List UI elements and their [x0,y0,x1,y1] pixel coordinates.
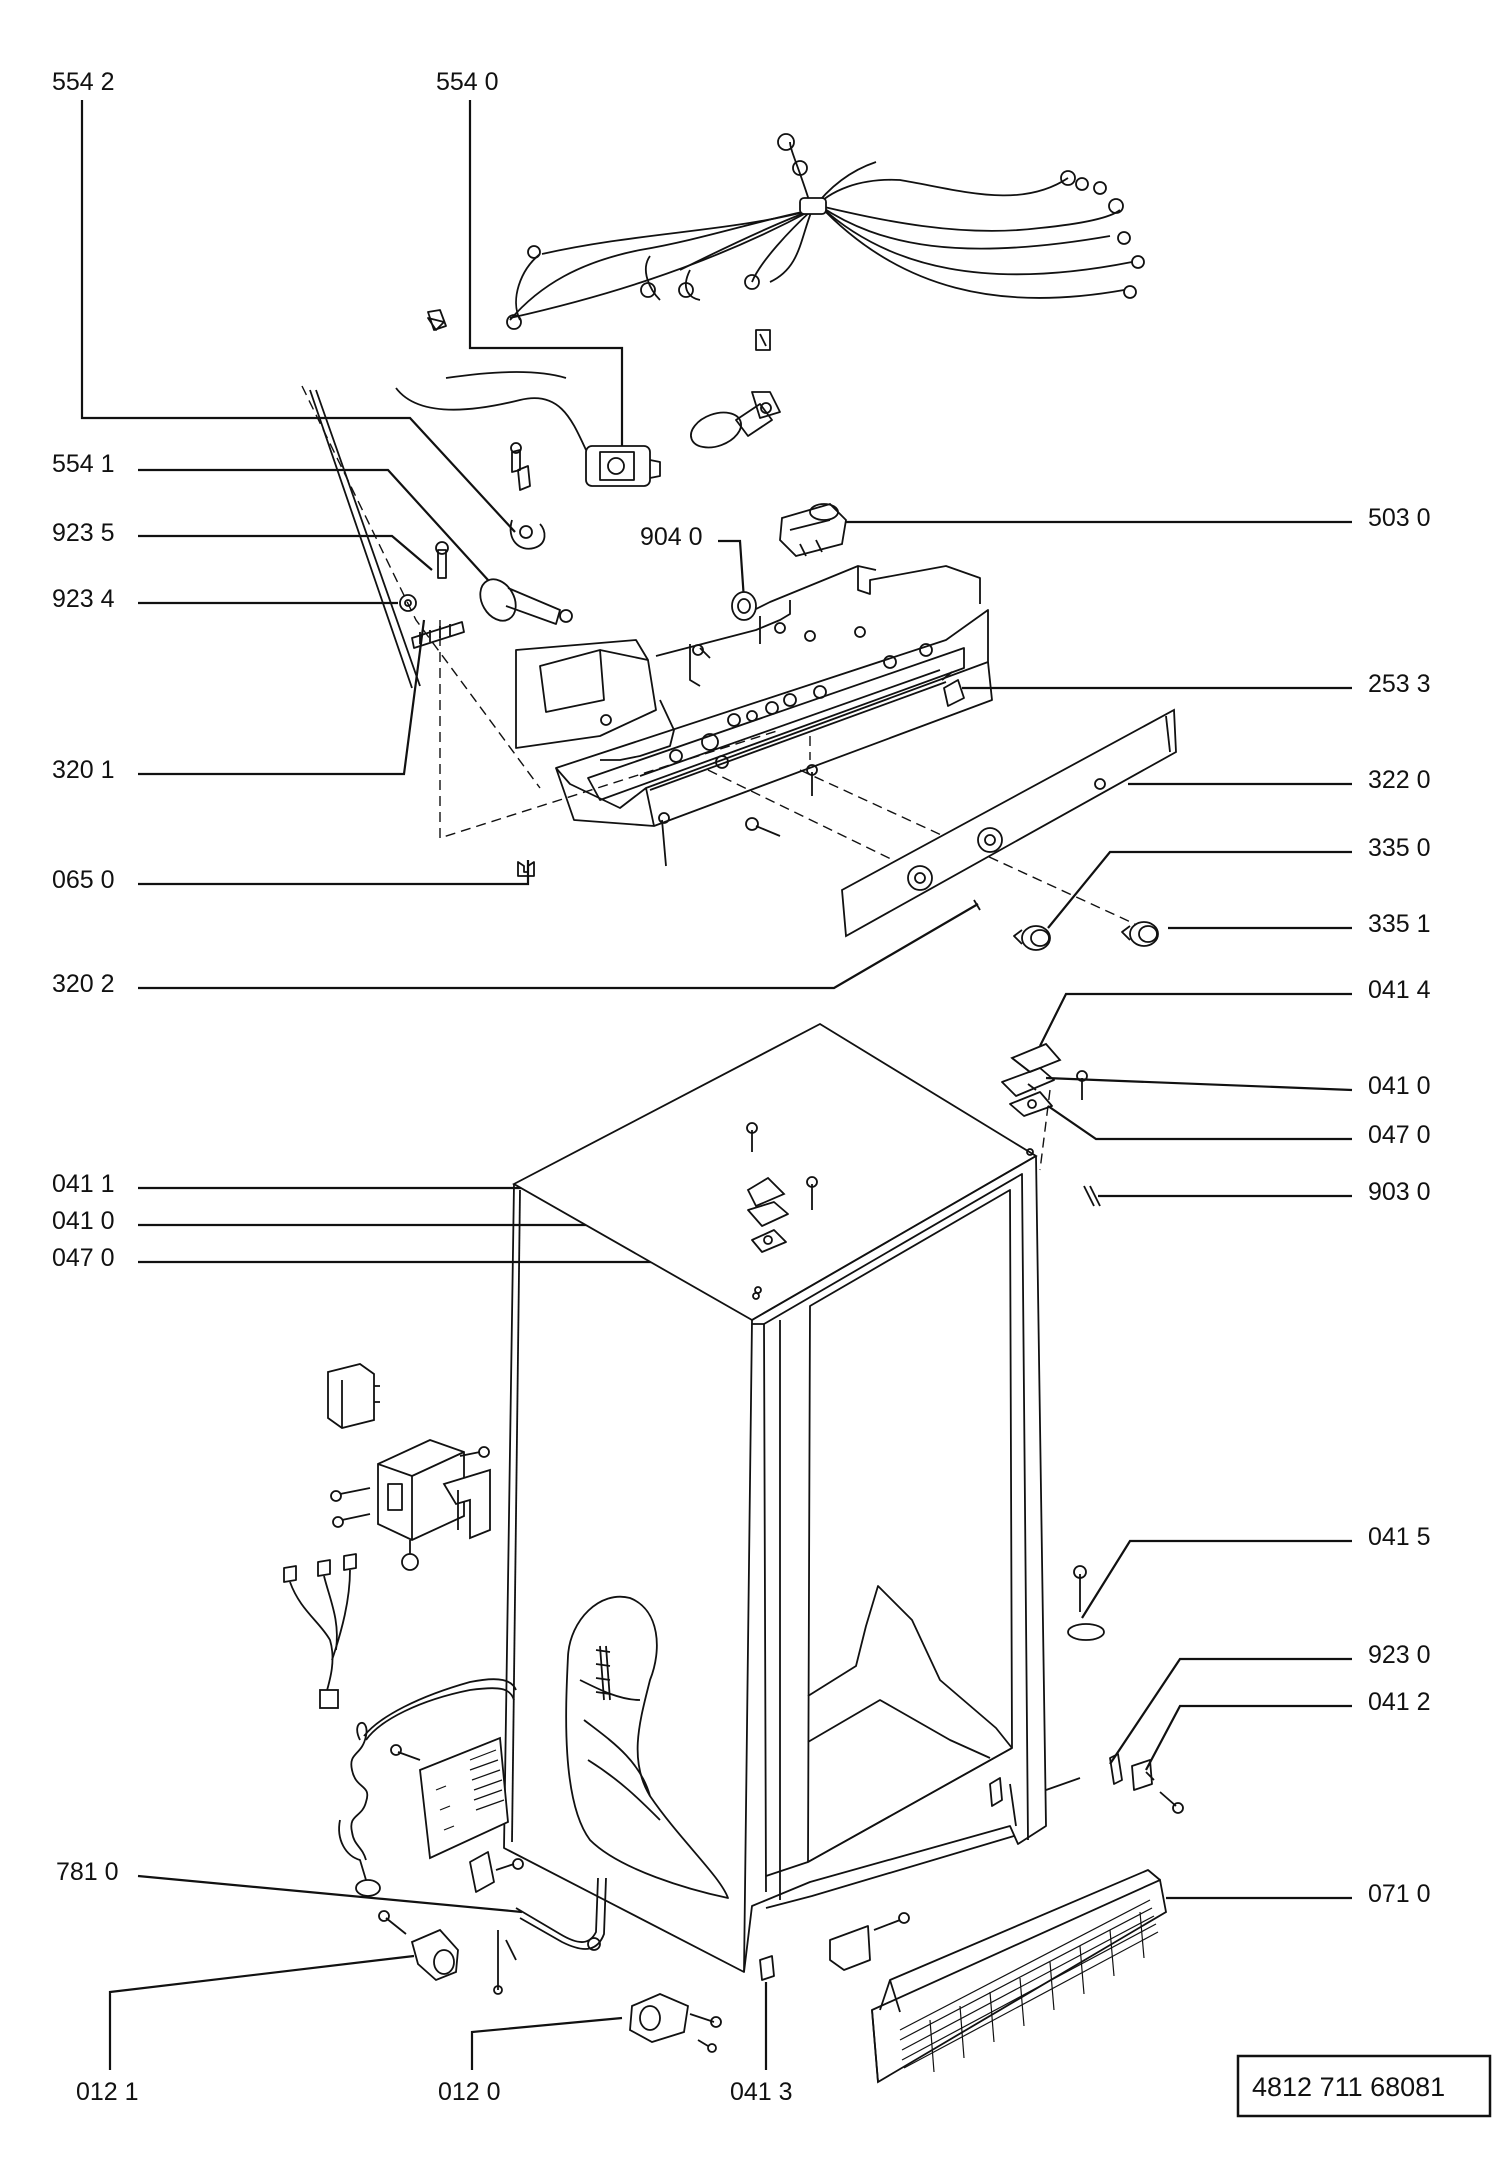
callout-041-0-left: 041 0 [52,1207,115,1235]
grille-slots [899,1899,1159,2073]
callout-320-1: 320 1 [52,756,115,784]
callout-047-0-left: 047 0 [52,1244,115,1272]
leader-041-4 [1039,992,1352,1047]
clip-554-2 [509,465,546,550]
control-unit-503-0 [779,502,847,558]
callout-071-0: 071 0 [1368,1880,1431,1908]
callout-923-0: 923 0 [1368,1641,1431,1669]
knobs-335 [1013,921,1159,951]
leader-041-5 [1081,1539,1352,1619]
knob-554-1 [479,578,573,625]
leader-041-0-right [1045,1076,1353,1092]
callout-041-1: 041 1 [52,1170,115,1198]
callout-041-5: 041 5 [1368,1523,1431,1551]
leader-554-0 [468,100,624,470]
callout-047-0-right: 047 0 [1368,1121,1431,1149]
callout-065-0: 065 0 [52,866,115,894]
leader-335-0 [1047,850,1352,929]
leader-781-0 [137,1874,523,1914]
hinge-left [746,1122,818,1294]
callout-554-2: 554 2 [52,68,115,96]
callout-322-0: 322 0 [1368,766,1431,794]
hinge-right [1001,1042,1101,1207]
lamp-and-holder [690,329,781,449]
callout-335-0: 335 0 [1368,834,1431,862]
brackets-012 [378,1910,722,2053]
front-panel-322-0 [841,708,1177,938]
callout-041-3: 041 3 [730,2078,793,2106]
grommet-904-0 [731,591,757,621]
clip-253-3 [941,671,965,707]
callout-labels: 554 2 554 0 554 1 923 5 923 4 320 1 065 … [52,68,1431,2106]
screws-923 [399,541,465,649]
callout-781-0: 781 0 [56,1858,119,1886]
document-number: 4812 711 68081 [1252,2072,1445,2102]
foot-041-5 [1067,1565,1105,1641]
wiring-harness [427,133,1145,331]
electrical-components-left [283,1363,524,1897]
document-number-box: 4812 711 68081 [1236,2054,1492,2118]
clip-065-0 [517,861,535,877]
sensor-tube [309,371,587,689]
leader-012-1 [108,1954,415,2070]
leader-320-2 [138,903,979,990]
loose-clips-top [427,309,522,473]
callout-503-0: 503 0 [1368,504,1431,532]
callout-041-4: 041 4 [1368,976,1431,1004]
callout-923-4: 923 4 [52,585,115,613]
leader-320-1 [138,619,426,776]
callout-253-3: 253 3 [1368,670,1431,698]
leader-lines [80,100,1353,2070]
leader-065-0 [138,860,530,886]
callout-335-1: 335 1 [1368,910,1431,938]
callout-320-2: 320 2 [52,970,115,998]
callout-012-1: 012 1 [76,2078,139,2106]
leader-012-0 [470,2016,623,2070]
leader-904-0 [718,539,746,601]
leader-047-0-right [1047,1105,1352,1141]
grille-071-0 [871,1869,1168,2084]
cabinet-body [503,1022,1081,1973]
leader-554-1 [138,468,489,581]
callout-903-0: 903 0 [1368,1178,1431,1206]
leader-041-2 [1145,1704,1352,1771]
control-housing [515,565,993,867]
callout-041-2: 041 2 [1368,1688,1431,1716]
callout-904-0: 904 0 [640,523,703,551]
callout-012-0: 012 0 [438,2078,501,2106]
leader-554-2 [80,100,516,533]
callout-041-0-right: 041 0 [1368,1072,1431,1100]
bracket-041-3 [759,1912,910,1981]
bottom-hinge [1109,1753,1184,1814]
callout-554-0: 554 0 [436,68,499,96]
callout-923-5: 923 5 [52,519,115,547]
leader-923-0 [1109,1657,1352,1765]
callout-554-1: 554 1 [52,450,115,478]
tube-781-0 [505,1877,607,1961]
leader-923-5 [138,534,433,571]
thermostat-part [585,445,661,487]
